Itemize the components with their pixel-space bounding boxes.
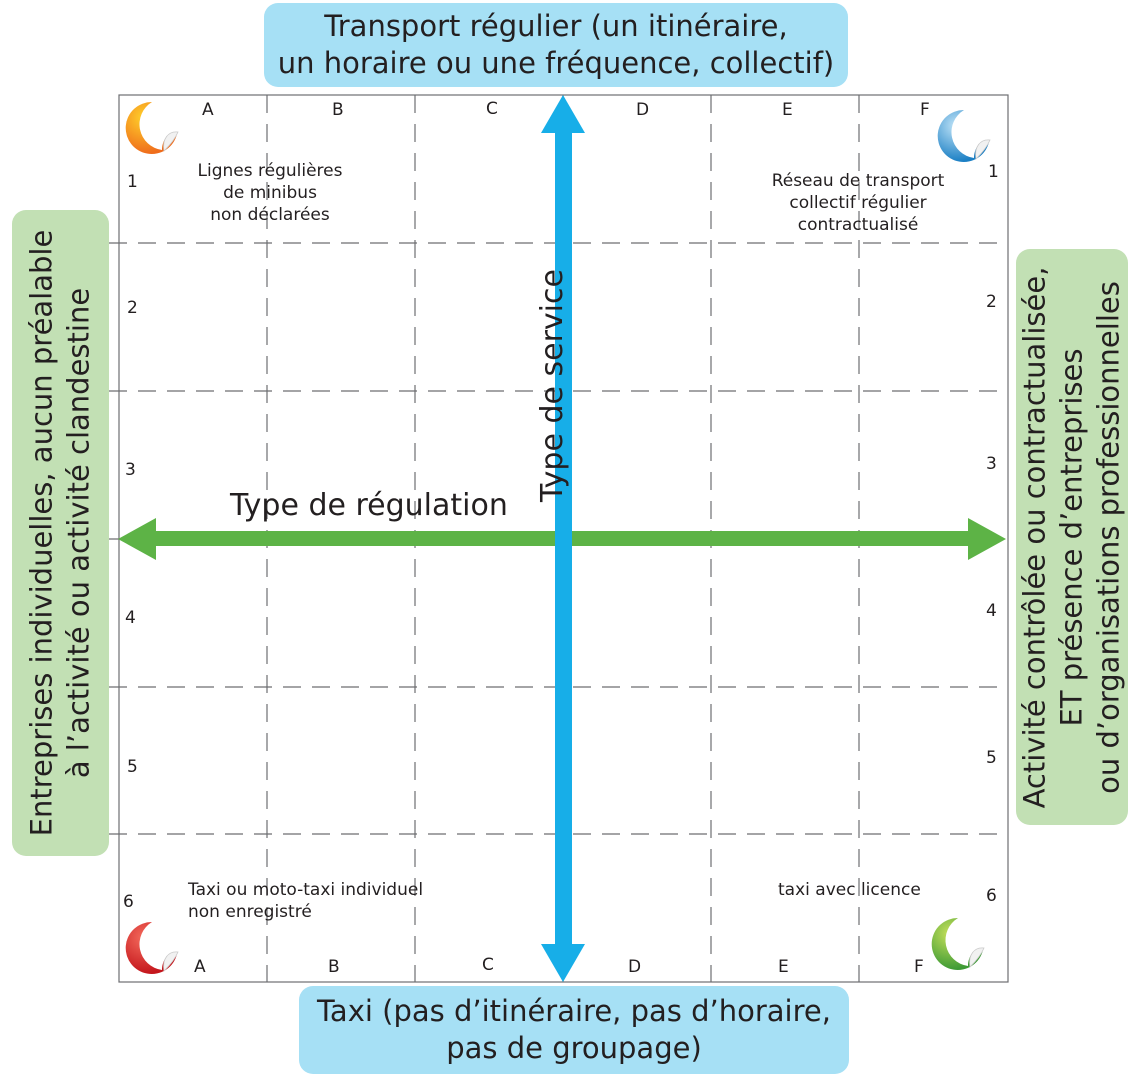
row-label-left: 4 bbox=[125, 608, 136, 628]
label-top-right-line-2: collectif régulier bbox=[789, 193, 927, 213]
label-top-left: Lignes régulières de minibus non déclaré… bbox=[170, 160, 370, 226]
row-label-right: 4 bbox=[986, 601, 997, 621]
column-label-top: C bbox=[486, 99, 498, 119]
label-top-right-line-3: contractualisé bbox=[797, 215, 919, 235]
column-label-top: E bbox=[782, 100, 793, 120]
bottom-panel-line-1: Taxi (pas d’itinéraire, pas d’horaire, bbox=[317, 994, 831, 1028]
column-label-top: B bbox=[332, 100, 344, 120]
column-label-bottom: A bbox=[194, 957, 206, 977]
column-label-bottom: F bbox=[914, 957, 924, 977]
row-label-right: 2 bbox=[986, 292, 997, 312]
row-label-left: 1 bbox=[127, 172, 138, 192]
label-bottom-left-line-2: non enregistré bbox=[188, 902, 312, 922]
label-bottom-right-line-1: taxi avec licence bbox=[778, 880, 921, 900]
service-arrow bbox=[541, 95, 585, 982]
column-label-bottom: B bbox=[328, 957, 340, 977]
label-bottom-left-line-1: Taxi ou moto-taxi individuel bbox=[188, 880, 424, 900]
service-axis-title: Type de service bbox=[534, 269, 570, 502]
top-panel-line-2: un horaire ou une fréquence, collectif) bbox=[277, 46, 835, 80]
row-label-left: 3 bbox=[125, 460, 136, 480]
column-label-top: F bbox=[920, 100, 930, 120]
column-label-top: D bbox=[636, 100, 650, 120]
row-label-left: 6 bbox=[123, 892, 134, 912]
bottom-panel-line-2: pas de groupage) bbox=[446, 1031, 702, 1065]
label-top-left-line-2: de minibus bbox=[223, 183, 317, 203]
row-label-right: 1 bbox=[988, 162, 999, 182]
red-sticker-icon bbox=[125, 921, 179, 974]
column-label-bottom: D bbox=[628, 957, 642, 977]
row-label-right: 6 bbox=[986, 886, 997, 906]
row-label-right: 5 bbox=[986, 748, 997, 768]
bottom-axis-panel: Taxi (pas d’itinéraire, pas d’horaire, p… bbox=[299, 986, 849, 1074]
label-top-left-line-1: Lignes régulières bbox=[197, 161, 343, 181]
column-label-bottom: C bbox=[482, 955, 494, 975]
label-top-right-line-1: Réseau de transport bbox=[771, 171, 945, 191]
label-top-left-line-3: non déclarées bbox=[210, 205, 330, 225]
column-label-bottom: E bbox=[778, 957, 789, 977]
blue-sticker-icon bbox=[937, 109, 991, 162]
top-axis-panel: Transport régulier (un itinéraire, un ho… bbox=[264, 3, 848, 87]
right-axis-panel: Activité contrôlée ou contractualisée, E… bbox=[1016, 249, 1128, 825]
row-label-left: 2 bbox=[127, 298, 138, 318]
regulation-axis-title: Type de régulation bbox=[230, 488, 508, 523]
row-label-right: 3 bbox=[986, 454, 997, 474]
green-sticker-icon bbox=[931, 917, 985, 970]
row-label-left: 5 bbox=[127, 757, 138, 777]
label-bottom-right: taxi avec licence bbox=[778, 879, 921, 901]
label-top-right: Réseau de transport collectif régulier c… bbox=[748, 170, 968, 236]
orange-sticker-icon bbox=[125, 101, 179, 154]
column-label-top: A bbox=[202, 100, 214, 120]
top-panel-line-1: Transport régulier (un itinéraire, bbox=[324, 9, 788, 43]
label-bottom-left: Taxi ou moto-taxi individuel non enregis… bbox=[188, 879, 423, 923]
left-axis-panel: Entreprises individuelles, aucun préalab… bbox=[12, 210, 109, 856]
